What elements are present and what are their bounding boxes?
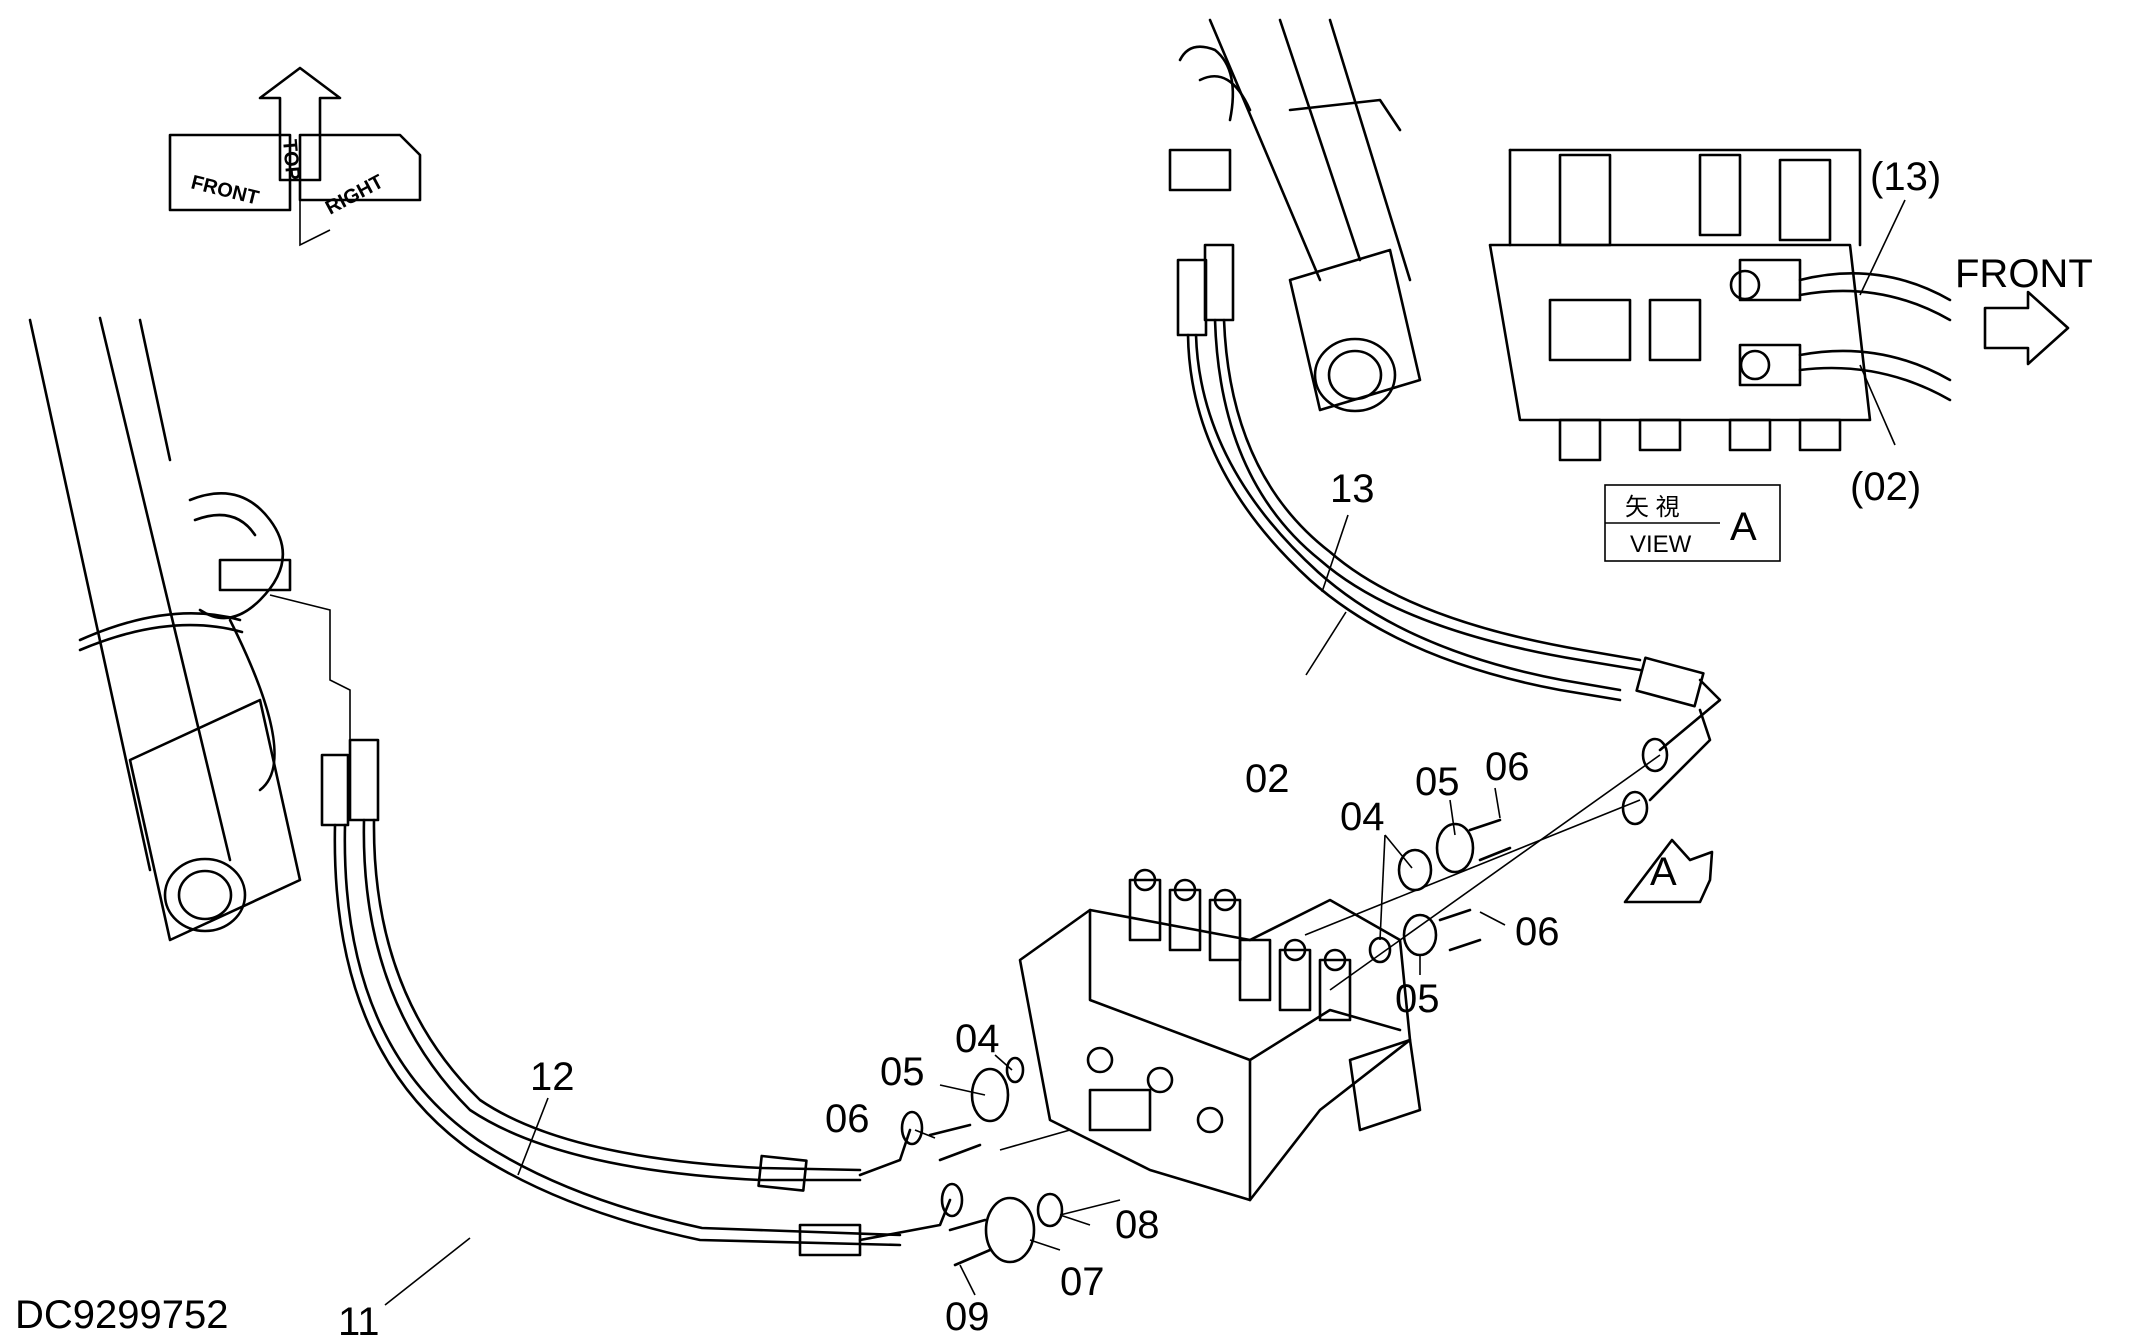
callout-04-left: 04 [955, 1017, 1000, 1061]
inset-front-arrow [1983, 290, 2070, 366]
view-kanji: 矢 視 [1625, 494, 1680, 521]
callout-12: 12 [530, 1055, 575, 1099]
callouts: 13 02 12 11 05 06 04 06 05 04 05 06 08 0… [338, 467, 1560, 1340]
orientation-front: FRONT [189, 172, 261, 210]
drawing-id: DC9299752 [15, 1293, 229, 1337]
orientation-symbol: FRONT TOP RIGHT [168, 66, 422, 247]
control-valve [1018, 868, 1422, 1202]
callout-06-mid-right: 06 [1515, 910, 1560, 954]
inset-hose-lower: (02) [1850, 465, 1921, 509]
orientation-right: RIGHT [322, 171, 387, 220]
orientation-top: TOP [278, 139, 303, 182]
view-a-marker: A [1623, 838, 1714, 904]
upper-cylinder [1168, 18, 1422, 413]
view-letter: A [1730, 505, 1757, 549]
callout-06-top-right: 06 [1485, 745, 1530, 789]
callout-11: 11 [338, 1300, 380, 1340]
leader-lines [384, 514, 1506, 1306]
callout-06-left: 06 [825, 1097, 870, 1141]
view-label: VIEW [1630, 531, 1692, 558]
callout-04-top-right: 04 [1340, 795, 1385, 839]
callout-02: 02 [1245, 757, 1290, 801]
hose-11-12 [269, 594, 964, 1257]
callout-13: 13 [1330, 467, 1375, 511]
hose-13-02 [1176, 243, 1722, 826]
callout-05-mid-right: 05 [1395, 977, 1440, 1021]
callout-07: 07 [1060, 1260, 1105, 1304]
left-cylinder [28, 316, 302, 942]
valve-fittings [928, 754, 1661, 1267]
callout-05-top-right: 05 [1415, 760, 1460, 804]
callout-09: 09 [945, 1295, 990, 1339]
callout-05-left: 05 [880, 1050, 925, 1094]
inset-view-a: FRONT (13) (02) [1488, 148, 2093, 509]
view-marker-letter: A [1650, 850, 1677, 894]
callout-08: 08 [1115, 1203, 1160, 1247]
view-a-box: 矢 視 VIEW A [1604, 484, 1781, 562]
inset-hose-upper: (13) [1870, 155, 1941, 199]
inset-front-label: FRONT [1955, 252, 2093, 296]
